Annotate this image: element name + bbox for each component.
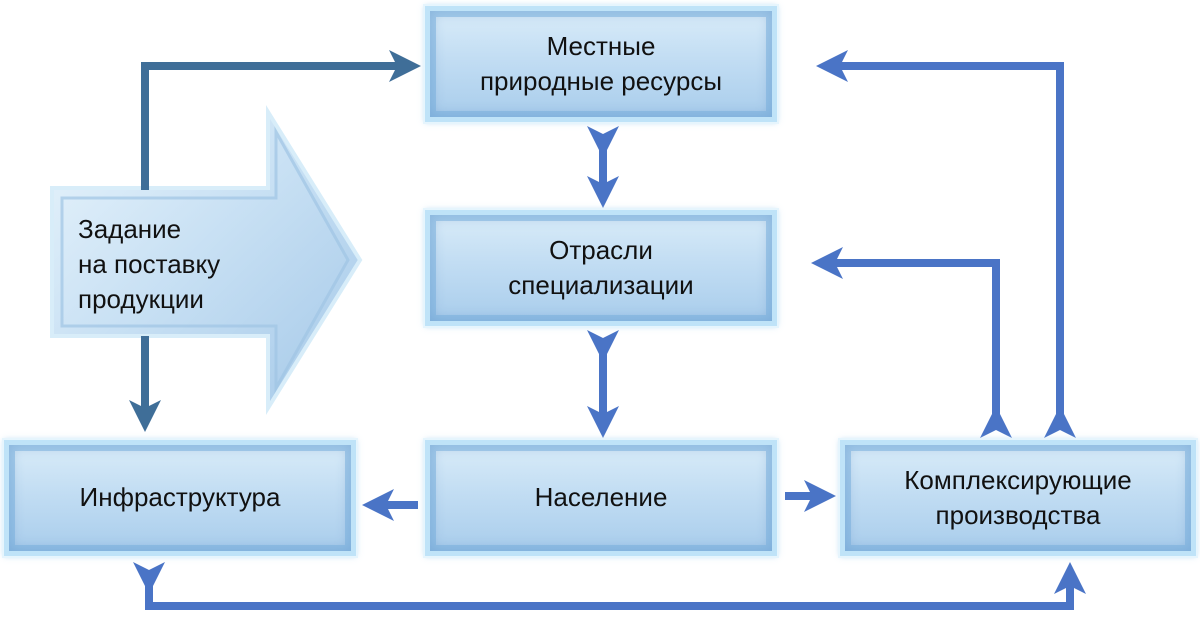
node-specialization-industries-label: Отрасли специализации bbox=[508, 234, 694, 300]
node-population: Население bbox=[423, 438, 779, 558]
node-complex-productions: Комплексирующие производства bbox=[838, 438, 1198, 558]
arrow-complex-specialization bbox=[811, 247, 1012, 438]
task-block-arrow bbox=[50, 104, 363, 416]
node-local-natural-resources-label: Местные природные ресурсы bbox=[479, 30, 723, 96]
node-complex-productions-label: Комплексирующие производства bbox=[904, 464, 1132, 530]
arrow-task-to-resources bbox=[141, 50, 421, 190]
task-arrow-label: Задание на поставку продукции bbox=[78, 212, 288, 316]
arrow-complex-resources bbox=[816, 50, 1076, 438]
node-infrastructure-label: Инфраструктура bbox=[79, 482, 281, 513]
node-population-label: Население bbox=[534, 482, 668, 513]
node-local-natural-resources: Местные природные ресурсы bbox=[423, 4, 779, 124]
task-arrow-label-text: Задание на поставку продукции bbox=[78, 214, 221, 314]
node-specialization-industries: Отрасли специализации bbox=[423, 208, 779, 328]
arrow-infrastructure-complex bbox=[133, 562, 1086, 610]
node-infrastructure: Инфраструктура bbox=[2, 438, 358, 558]
